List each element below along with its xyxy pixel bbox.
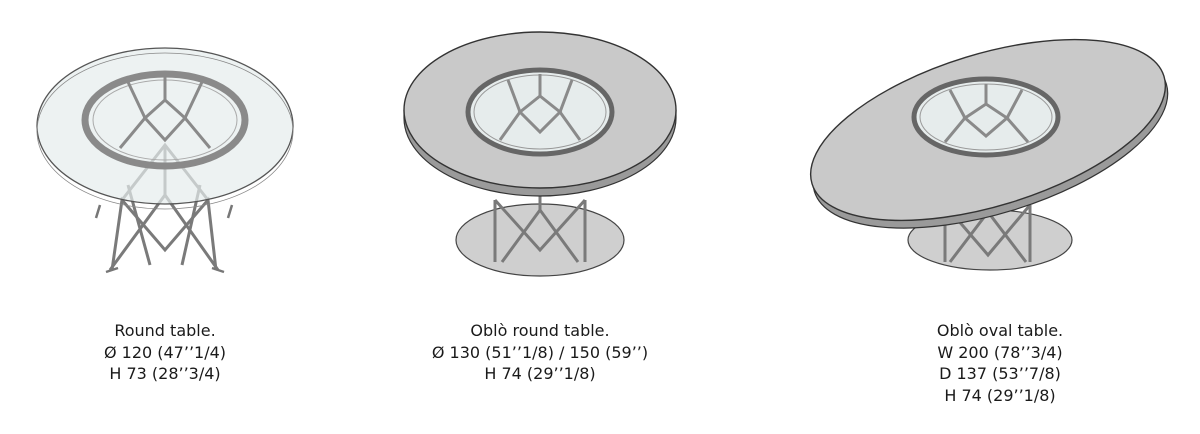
dimension-line: H 74 (29’’1/8) (944, 385, 1056, 405)
oblo-oval-table-illustration (809, 38, 1169, 271)
dimension-line: H 74 (29’’1/8) (484, 364, 596, 383)
product-name: Oblò oval table. (936, 321, 1064, 340)
oblo-oval-table-caption: Oblò oval table. W 200 (78’’3/4) D 137 (… (800, 320, 1200, 406)
product-round-table: Round table. Ø 120 (47’’1/4) H 73 (28’’3… (0, 0, 330, 434)
dimension-line: Ø 130 (51’’1/8) / 150 (59’’) (431, 342, 649, 362)
dimension-line: W 200 (78’’3/4) (937, 342, 1063, 362)
oblo-round-table-illustration (403, 31, 677, 277)
product-name: Oblò round table. (470, 321, 610, 340)
dimension-line: Ø 120 (47’’1/4) (103, 342, 227, 362)
product-name: Round table. (114, 321, 216, 340)
round-table-caption: Round table. Ø 120 (47’’1/4) H 73 (28’’3… (0, 320, 330, 385)
dimension-line: D 137 (53’’7/8) (939, 364, 1061, 383)
product-oblo-round-table: Oblò round table. Ø 130 (51’’1/8) / 150 … (380, 0, 700, 434)
round-table-illustration (36, 47, 294, 274)
dimension-line: H 73 (28’’3/4) (109, 364, 221, 383)
oblo-round-table-caption: Oblò round table. Ø 130 (51’’1/8) / 150 … (380, 320, 700, 385)
product-oblo-oval-table: Oblò oval table. W 200 (78’’3/4) D 137 (… (800, 0, 1200, 434)
